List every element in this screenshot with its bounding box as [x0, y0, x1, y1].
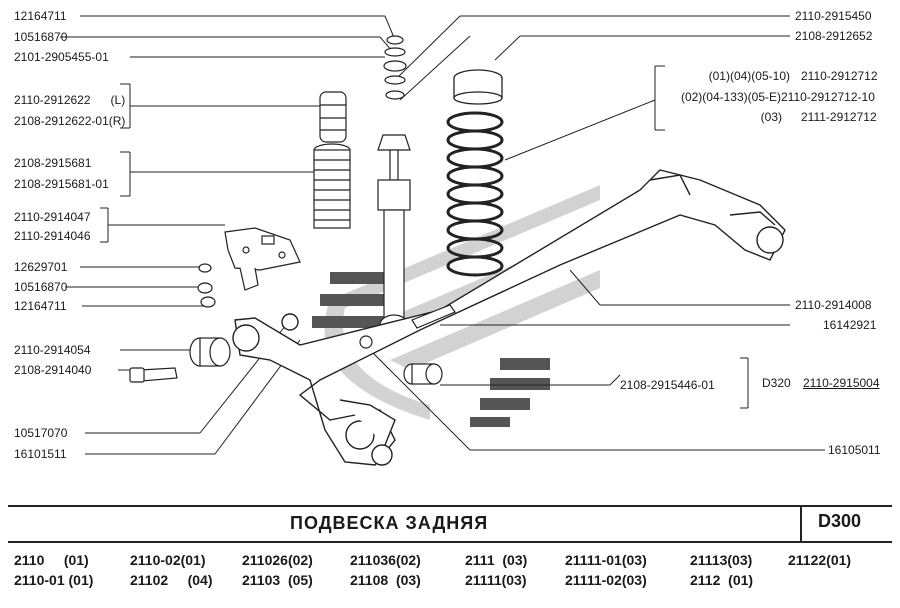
- model-variant: 2111 (03): [465, 552, 528, 568]
- part-number-label: 16101511: [14, 447, 67, 461]
- rear-beam: [232, 169, 786, 466]
- part-number-label: 2111-2912712: [801, 110, 877, 124]
- part-number-label: 12164711: [14, 299, 67, 313]
- bracket: [224, 227, 301, 291]
- top-fasteners: [383, 35, 407, 100]
- model-variant: 21111(03): [465, 572, 527, 588]
- divider: [8, 541, 892, 543]
- model-variant: 21113(03): [690, 552, 753, 568]
- part-number-label: 10516870: [14, 30, 68, 44]
- part-number-label: 2110-2915450: [795, 9, 872, 23]
- small-nuts: [197, 263, 216, 308]
- part-number-link[interactable]: 2110-2915004: [803, 376, 880, 390]
- model-variant: 2110-02(01): [130, 552, 206, 568]
- part-number-label: 2110-2914047: [14, 210, 91, 224]
- spring-seat: [453, 69, 503, 105]
- model-variant: 211026(02): [242, 552, 313, 568]
- model-variant: 21111-01(03): [565, 552, 647, 568]
- part-number-label: 10516870: [14, 280, 68, 294]
- part-number-label: 10517070: [14, 426, 68, 440]
- part-number-label: 2110-2912712: [801, 69, 878, 83]
- silentblock-and-bolt: [129, 337, 231, 383]
- part-number-label: 2110-2914054: [14, 343, 91, 357]
- part-number-label: 12629701: [14, 260, 68, 274]
- part-number-label: 2101-2905455-01: [14, 50, 109, 64]
- model-variant: 2110 (01): [14, 552, 89, 568]
- divider: [8, 505, 892, 507]
- model-variant: 21108 (03): [350, 572, 421, 588]
- divider: [800, 506, 802, 542]
- protective-boot: [313, 143, 351, 229]
- part-number-label: 2108-2915446-01: [620, 378, 715, 392]
- section-ref-label: D320: [762, 376, 791, 390]
- variant-code-label: (02)(04-133)(05-E): [680, 90, 781, 104]
- section-code: D300: [818, 511, 862, 531]
- bump-stop: [319, 91, 347, 143]
- part-number-label: 2108-2915681-01: [14, 177, 109, 191]
- coil-spring: [446, 111, 504, 277]
- part-number-label: 2108-2912652: [795, 29, 873, 43]
- part-number-label: 2108-2912622-01(R): [14, 114, 126, 128]
- logo-stripes: [312, 272, 550, 427]
- variant-code-label: (03): [760, 110, 782, 124]
- part-number-label: 2110-2912712-10: [781, 90, 875, 104]
- part-number-label: 2110-2914008: [795, 298, 872, 312]
- model-variant: 2112 (01): [690, 572, 754, 588]
- page-title: ПОДВЕСКА ЗАДНЯЯ: [290, 513, 489, 533]
- part-number-label: 16105011: [828, 443, 881, 457]
- part-number-label: 2108-2914040: [14, 363, 92, 377]
- part-number-label: 2110-2912622 (L): [14, 93, 126, 107]
- part-number-label: 2110-2914046: [14, 229, 91, 243]
- model-variant: 2110-01 (01): [14, 572, 94, 588]
- model-variant: 211036(02): [350, 552, 421, 568]
- leader-lines: [60, 15, 825, 455]
- part-number-label: 12164711: [14, 9, 67, 23]
- model-variant: 21103 (05): [242, 572, 313, 588]
- model-variant: 21102 (04): [130, 572, 213, 588]
- part-number-label: 16142921: [823, 318, 877, 332]
- variant-code-label: (01)(04)(05-10): [708, 69, 790, 83]
- model-variant: 21122(01): [788, 552, 852, 568]
- lower-bushings: [359, 304, 456, 385]
- model-variant: 21111-02(03): [565, 572, 647, 588]
- part-number-label: 2108-2915681: [14, 156, 92, 170]
- rear-suspension-diagram: [60, 15, 825, 466]
